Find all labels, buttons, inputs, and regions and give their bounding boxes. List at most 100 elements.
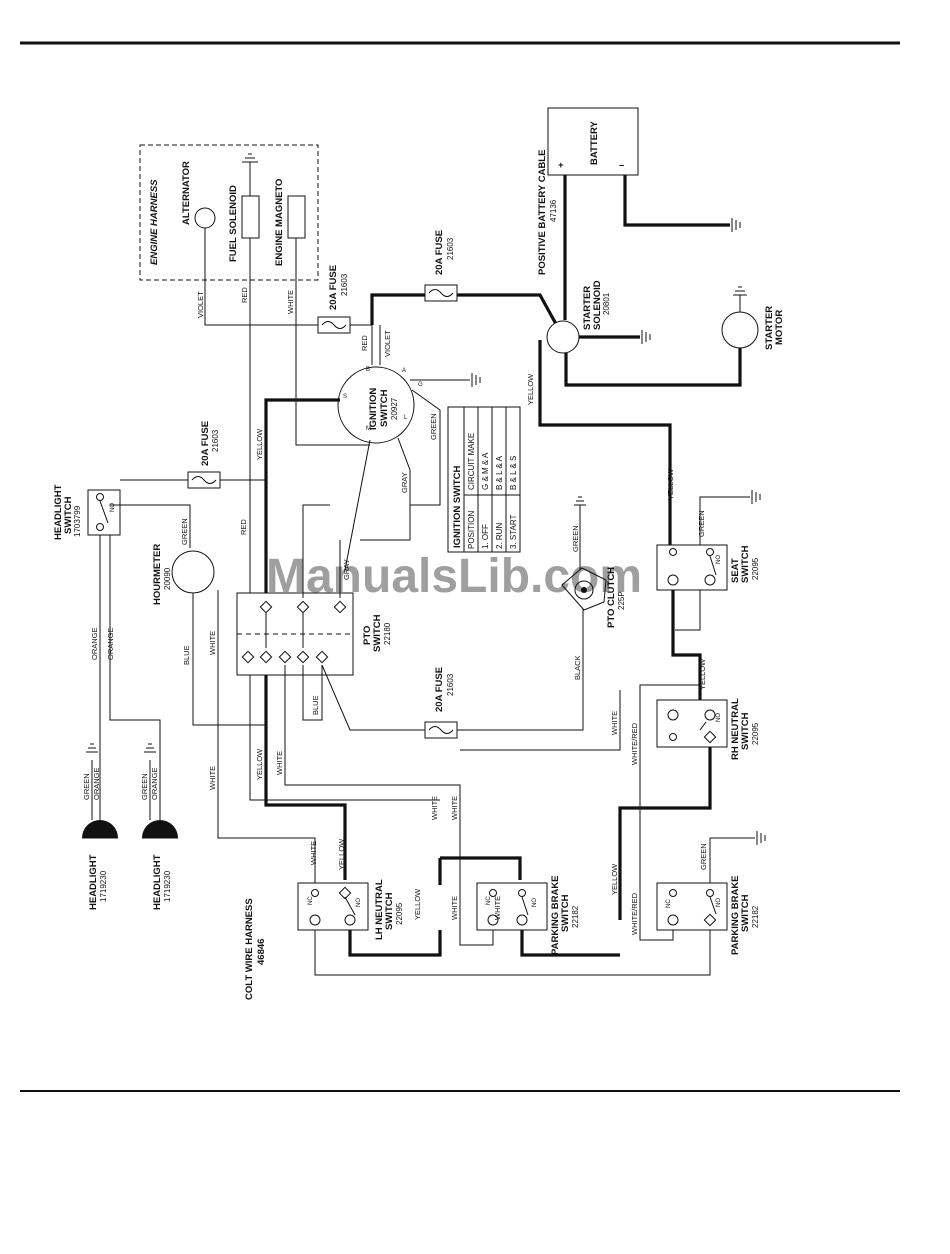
svg-text:GREEN: GREEN [82,773,91,800]
svg-text:GREEN: GREEN [180,518,189,545]
svg-text:POSITION: POSITION [467,511,476,549]
svg-text:ORANGE: ORANGE [150,767,159,800]
engine-magneto-icon [287,195,306,239]
svg-text:SWITCH: SWITCH [740,545,751,583]
svg-text:M: M [366,426,371,432]
parking-brake-switch-right: NC NO PARKING BRAKE SWITCH 22182 [656,875,760,955]
svg-text:SWITCH: SWITCH [379,389,390,427]
svg-text:POSITIVE BATTERY CABLE: POSITIVE BATTERY CABLE [537,150,548,275]
svg-text:WHITE: WHITE [450,896,459,920]
svg-text:S: S [343,394,347,400]
svg-text:2. RUN: 2. RUN [495,523,504,549]
svg-text:ORANGE: ORANGE [90,627,99,660]
svg-text:NO: NO [532,898,538,907]
svg-text:YELLOW: YELLOW [526,373,535,405]
svg-text:WHITE: WHITE [610,711,619,735]
svg-text:PARKING BRAKE: PARKING BRAKE [730,875,741,955]
svg-text:SWITCH: SWITCH [560,894,571,932]
svg-text:22180: 22180 [383,622,392,645]
svg-text:1719230: 1719230 [99,870,108,902]
ground-icon [751,490,761,504]
svg-text:IGNITION SWITCH: IGNITION SWITCH [452,466,463,548]
svg-text:WHITE/RED: WHITE/RED [630,892,639,935]
fuse-upper: 20A FUSE 21603 [317,265,351,334]
svg-text:22182: 22182 [751,905,760,928]
fuel-solenoid-icon [241,195,260,239]
ignition-switch-table: IGNITION SWITCH POSITION CIRCUIT MAKE 1.… [447,406,521,553]
svg-text:ENGINE HARNESS: ENGINE HARNESS [149,179,160,265]
svg-text:ORANGE: ORANGE [106,627,115,660]
svg-text:21603: 21603 [340,273,349,296]
svg-text:20A FUSE: 20A FUSE [434,667,445,712]
svg-text:GRAY: GRAY [342,559,351,580]
svg-text:SWITCH: SWITCH [740,894,751,932]
svg-text:G & M & A: G & M & A [481,452,490,490]
svg-text:YELLOW: YELLOW [337,838,346,870]
svg-text:GREEN: GREEN [699,843,708,870]
ground-icon [242,153,258,196]
svg-text:HEADLIGHT: HEADLIGHT [88,854,99,910]
svg-text:RH NEUTRAL: RH NEUTRAL [730,698,741,760]
svg-text:CIRCUIT MAKE: CIRCUIT MAKE [467,433,476,490]
svg-text:20090: 20090 [163,567,172,590]
svg-text:WHITE: WHITE [275,751,284,775]
svg-text:21603: 21603 [446,237,455,260]
svg-text:–: – [619,160,624,171]
svg-text:WHITE: WHITE [430,796,439,820]
svg-text:VIOLET: VIOLET [383,330,392,357]
svg-text:WHITE: WHITE [450,796,459,820]
svg-text:GREEN: GREEN [571,525,580,552]
svg-text:YELLOW: YELLOW [255,428,264,460]
svg-text:RED: RED [360,335,369,351]
hourmeter: HOURMETER 20090 [152,544,215,605]
fuse-battery: 20A FUSE 21603 [424,230,458,302]
svg-text:21603: 21603 [211,429,220,452]
svg-text:B & L & S: B & L & S [509,456,518,490]
svg-text:SEAT: SEAT [730,558,741,583]
svg-text:B: B [366,367,370,373]
svg-text:IGNITION: IGNITION [368,388,379,430]
svg-text:20A FUSE: 20A FUSE [434,230,445,275]
lh-neutral-switch: NC NO LH NEUTRAL SWITCH 22095 [297,879,404,940]
engine-harness: ENGINE HARNESS ALTERNATOR FUEL SOLENOID … [139,144,319,281]
svg-text:22095: 22095 [751,722,760,745]
svg-text:B & L & A: B & L & A [495,455,504,490]
headlight-switch: NO HEADLIGHT SWITCH 1703799 [53,484,121,540]
svg-text:YELLOW: YELLOW [255,748,264,780]
svg-text:WHITE/RED: WHITE/RED [630,722,639,765]
svg-text:22182: 22182 [571,905,580,928]
pto-clutch: PTO CLUTCH 225P GREEN [561,496,626,628]
ignition-switch: IGNITION SWITCH 20927 B A S M L G [337,366,423,444]
svg-text:RED: RED [239,519,248,535]
svg-text:PARKING BRAKE: PARKING BRAKE [550,875,561,955]
parking-brake-switch-middle: NC NO PARKING BRAKE SWITCH 22182 [476,875,580,955]
svg-text:ENGINE MAGNETO: ENGINE MAGNETO [274,179,285,266]
starter-motor: STARTER MOTOR [721,286,785,350]
seat-switch: NO SEAT SWITCH 22095 [656,544,760,591]
svg-text:WHITE: WHITE [208,631,217,655]
svg-text:22095: 22095 [395,902,404,925]
svg-text:YELLOW: YELLOW [666,468,675,500]
svg-text:WHITE: WHITE [286,290,295,314]
svg-text:HOURMETER: HOURMETER [152,544,163,605]
svg-text:SWITCH: SWITCH [740,712,751,750]
svg-text:YELLOW: YELLOW [413,888,422,920]
pto-switch: PTO SWITCH 22180 [236,592,392,676]
svg-text:LH NEUTRAL: LH NEUTRAL [374,879,385,940]
svg-text:21603: 21603 [446,673,455,696]
svg-text:SOLENOID: SOLENOID [592,280,603,330]
svg-text:ALTERNATOR: ALTERNATOR [181,161,192,225]
svg-text:STARTER: STARTER [582,286,593,330]
svg-text:20A FUSE: 20A FUSE [328,265,339,310]
fuse-pto: 20A FUSE 21603 [424,667,458,739]
watermark: ManualsLib.com [266,550,642,603]
rh-neutral-switch: NO RH NEUTRAL SWITCH 22095 [656,698,760,760]
svg-text:20801: 20801 [602,292,611,315]
svg-text:SWITCH: SWITCH [372,614,383,652]
battery: BATTERY + – [547,107,639,176]
svg-text:NO: NO [716,555,722,564]
svg-text:SWITCH: SWITCH [384,892,395,930]
svg-text:A: A [402,368,406,374]
svg-text:PTO CLUTCH: PTO CLUTCH [606,567,617,628]
